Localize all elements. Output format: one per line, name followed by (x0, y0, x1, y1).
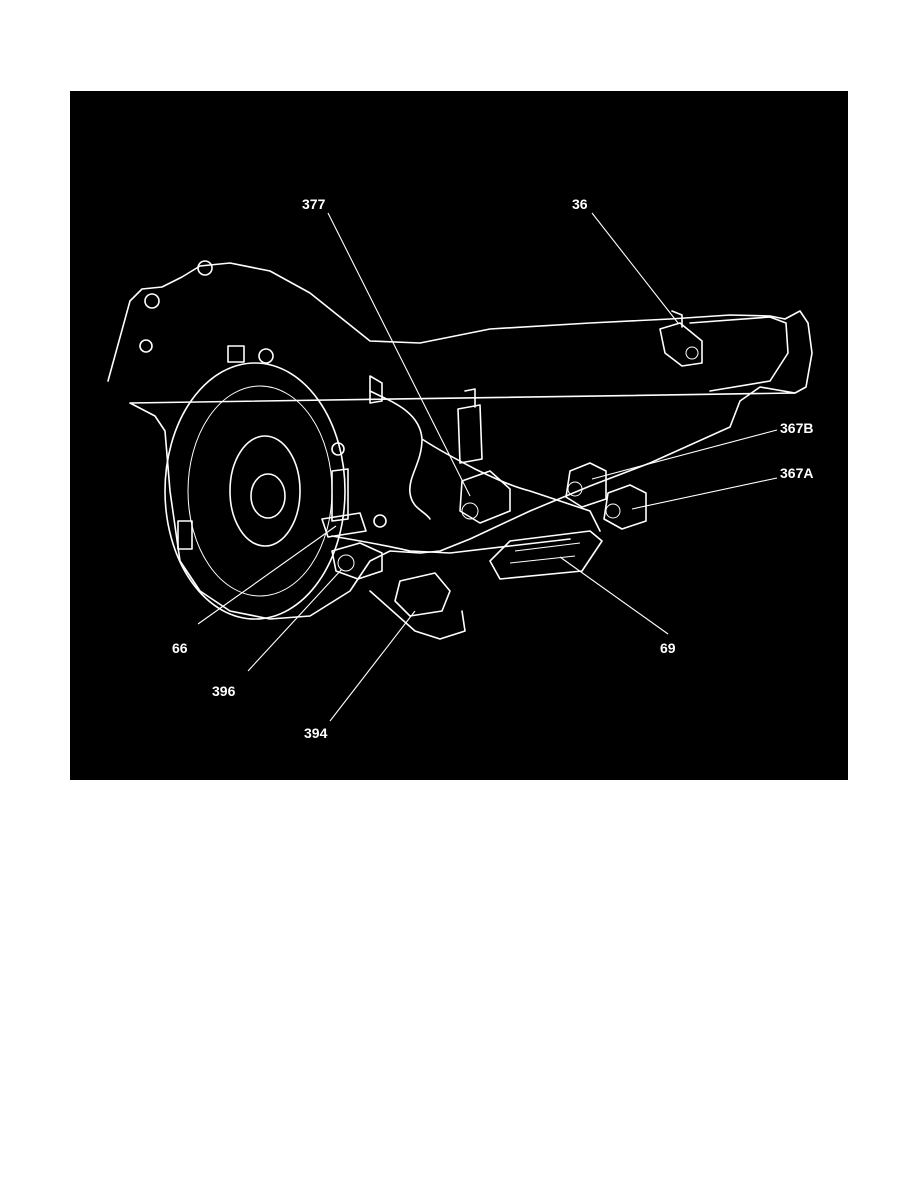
manifold-detail (509, 542, 581, 564)
solenoid-367b-face (567, 481, 583, 497)
transmission-case-outline (107, 262, 813, 620)
output-housing (689, 316, 789, 392)
callout-394: 394 (304, 725, 328, 741)
callout-377: 377 (302, 196, 326, 212)
diagram-panel: 377 36 367B 367A 66 69 396 394 (70, 91, 848, 780)
torque-converter (164, 362, 346, 620)
bolt-boss (373, 514, 387, 528)
callout-367a: 367A (780, 465, 814, 481)
solenoid-377 (457, 388, 511, 524)
solenoid-377-face (461, 502, 479, 520)
leader-line-367a (631, 477, 778, 510)
callout-36: 36 (572, 196, 588, 212)
speed-sensor-tip (685, 346, 699, 360)
leader-line-69 (559, 556, 669, 635)
leader-line-377 (327, 212, 471, 497)
tcc-solenoid-66 (321, 468, 367, 538)
converter-bracket (227, 345, 245, 363)
shift-solenoid-367a (603, 484, 647, 530)
bolt-boss (258, 348, 274, 364)
callout-66: 66 (172, 640, 188, 656)
bolt-boss (331, 442, 345, 456)
wiring-harness (331, 390, 601, 554)
converter-hub (229, 435, 301, 547)
housing-bracket (177, 520, 193, 550)
leader-line-396 (247, 568, 343, 672)
harness-connector-upper (369, 375, 383, 404)
converter-pilot (250, 473, 286, 519)
solenoid-367a-face (605, 503, 621, 519)
bolt-boss (144, 293, 160, 309)
callout-396: 396 (212, 683, 236, 699)
solenoid-396 (331, 542, 383, 580)
leader-line-36 (591, 212, 679, 324)
bolt-boss (197, 260, 213, 276)
solenoid-396-face (337, 554, 355, 572)
leader-line-394 (329, 610, 416, 722)
callout-69: 69 (660, 640, 676, 656)
shift-solenoid-367b (565, 462, 607, 508)
bolt-boss (139, 339, 153, 353)
torque-converter-ring (187, 385, 333, 597)
transmission-illustration (107, 212, 813, 722)
callout-367b: 367B (780, 420, 814, 436)
solenoid-394 (394, 572, 451, 617)
pressure-switch-manifold-69 (489, 530, 603, 580)
speed-sensor-36 (659, 310, 703, 367)
oil-pan (369, 590, 466, 640)
leader-line-367b (591, 429, 778, 480)
leader-line-66 (197, 525, 337, 625)
